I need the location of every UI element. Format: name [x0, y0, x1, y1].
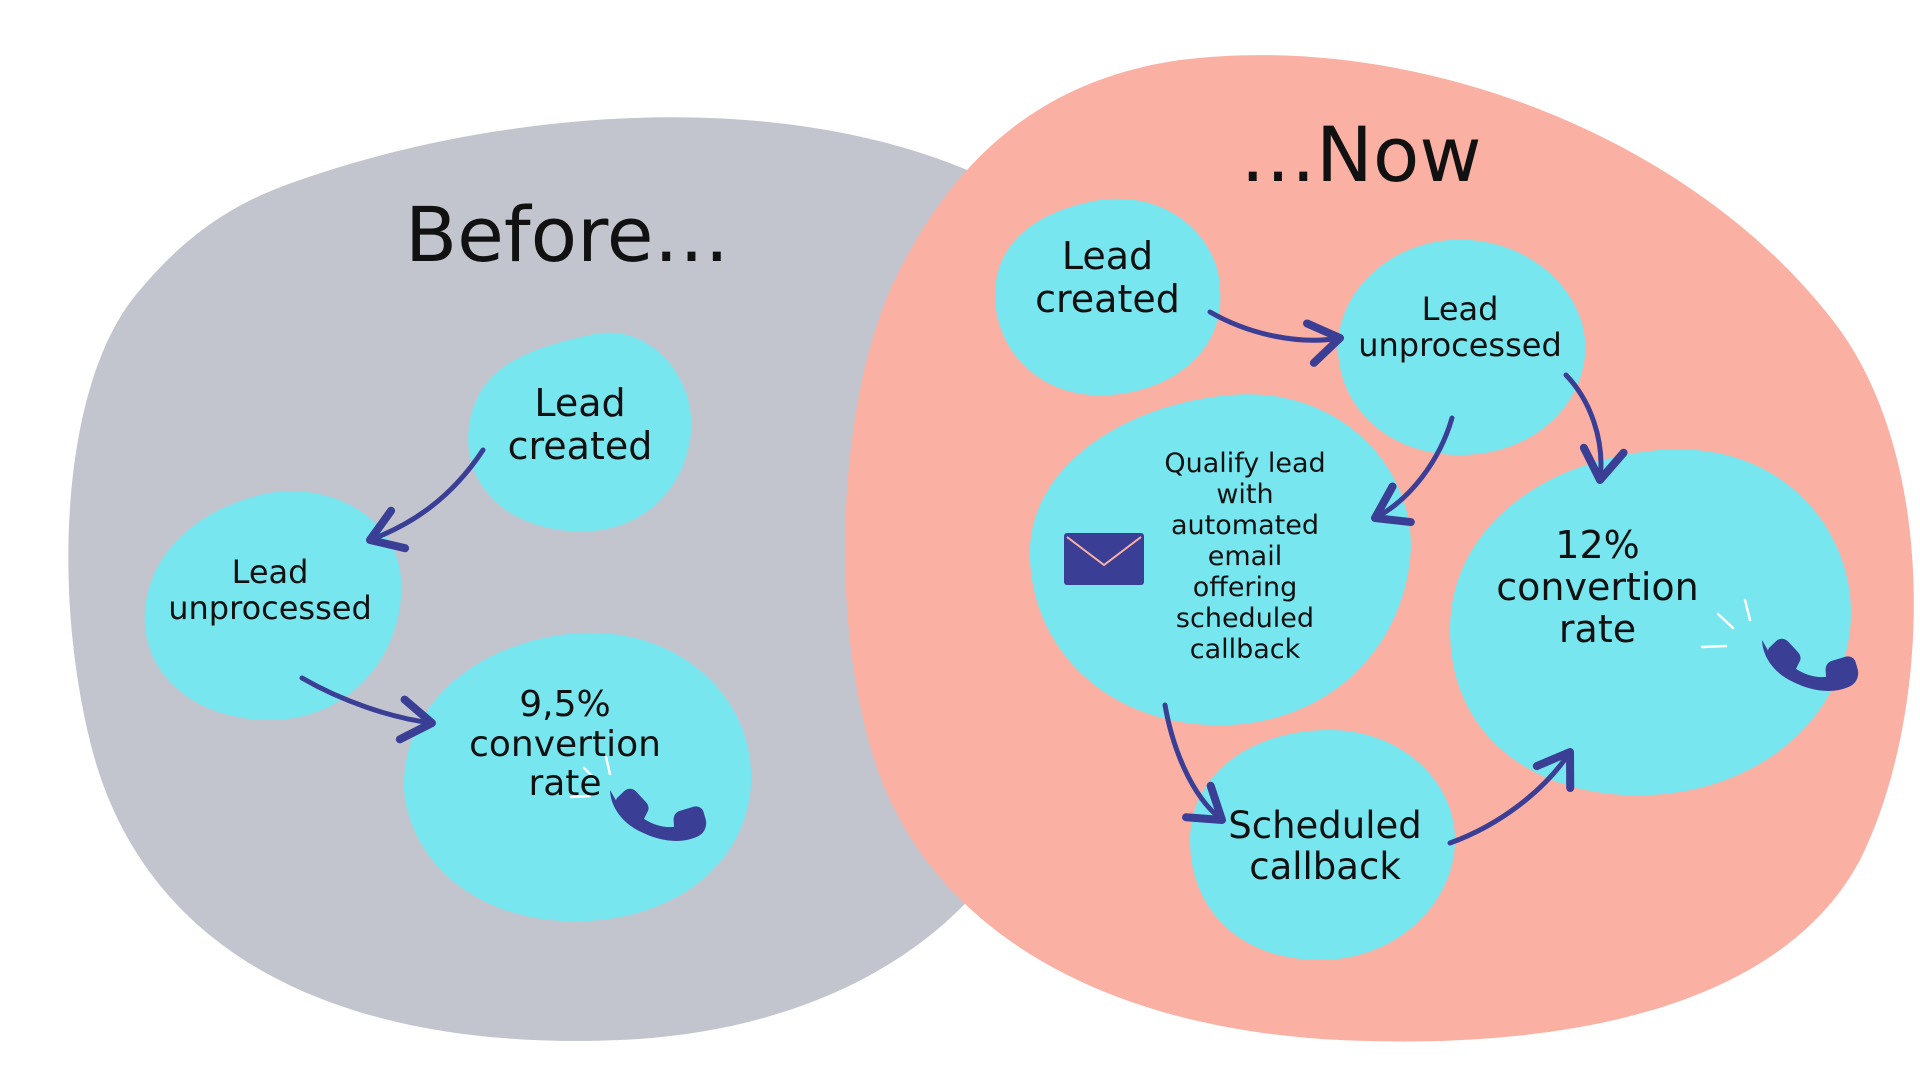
now-qualify-line4: email — [1207, 541, 1283, 573]
now-scheduled-callback-line1: Scheduled — [1228, 804, 1422, 847]
now-lead-created-node — [995, 198, 1221, 396]
before-lead-created-line2: created — [507, 423, 653, 468]
before-title: Before… — [405, 190, 730, 279]
now-lead-created-label: Lead created — [1000, 235, 1215, 320]
now-lead-unprocessed-line2: unprocessed — [1358, 325, 1562, 364]
before-ring-lines — [569, 755, 612, 799]
now-qualify-line1: Qualify lead — [1164, 448, 1326, 479]
arrow-before-unprocessed-to-conversion — [299, 675, 436, 744]
now-lead-unprocessed-line1: Lead — [1421, 290, 1499, 328]
now-title: …Now — [1240, 110, 1482, 199]
before-lead-created-line1: Lead — [534, 381, 626, 425]
arrow-now-unprocessed-to-qualify — [1371, 415, 1455, 527]
now-ring-lines — [1700, 598, 1752, 649]
now-lead-unprocessed-label: Lead unprocessed — [1335, 290, 1585, 364]
now-qualify-line3: automated — [1171, 510, 1319, 542]
before-conversion-line3: rate — [528, 763, 602, 805]
now-qualify-line6: scheduled — [1175, 603, 1315, 635]
before-lead-unprocessed-node — [144, 491, 402, 720]
before-lead-unprocessed-label: Lead unprocessed — [140, 553, 400, 627]
before-lead-created-node — [468, 332, 692, 532]
now-conversion-label: 12% convertion rate — [1470, 523, 1725, 651]
now-scheduled-callback-line2: callback — [1249, 845, 1401, 889]
now-lead-created-line1: Lead — [1061, 234, 1154, 278]
now-lead-created-line2: created — [1035, 276, 1180, 321]
now-qualify-line5: offering — [1192, 572, 1298, 604]
now-qualify-label: Qualify lead with automated email offeri… — [1140, 448, 1350, 665]
now-lead-unprocessed-node — [1337, 239, 1586, 455]
before-lead-unprocessed-line2: unprocessed — [168, 588, 372, 627]
now-qualify-line2: with — [1216, 479, 1274, 511]
now-conversion-value: 12% — [1555, 523, 1640, 567]
envelope-icon — [1064, 533, 1144, 585]
before-conversion-label: 9,5% convertion rate — [440, 685, 690, 804]
before-region — [68, 117, 1070, 1041]
before-conversion-line2: convertion — [469, 723, 661, 765]
now-phone-icon — [1762, 638, 1859, 691]
before-lead-unprocessed-line1: Lead — [231, 553, 309, 591]
now-qualify-line7: callback — [1189, 634, 1301, 666]
arrow-now-callback-to-conversion — [1447, 748, 1575, 846]
now-scheduled-callback-label: Scheduled callback — [1200, 805, 1450, 888]
arrow-now-qualify-to-callback — [1162, 702, 1226, 824]
now-scheduled-callback-node — [1190, 730, 1455, 960]
now-conversion-line2: convertion — [1496, 564, 1699, 609]
before-conversion-node — [403, 632, 752, 922]
before-conversion-value: 9,5% — [519, 684, 611, 725]
arrow-now-unprocessed-to-conversion — [1563, 372, 1628, 484]
before-lead-created-label: Lead created — [470, 382, 690, 467]
arrow-now-created-to-unprocessed — [1207, 309, 1344, 367]
now-conversion-line3: rate — [1558, 606, 1637, 651]
now-conversion-node — [1450, 449, 1851, 796]
now-qualify-node — [1029, 394, 1411, 726]
before-phone-icon — [610, 788, 707, 841]
arrow-before-created-to-unprocessed — [366, 447, 486, 553]
